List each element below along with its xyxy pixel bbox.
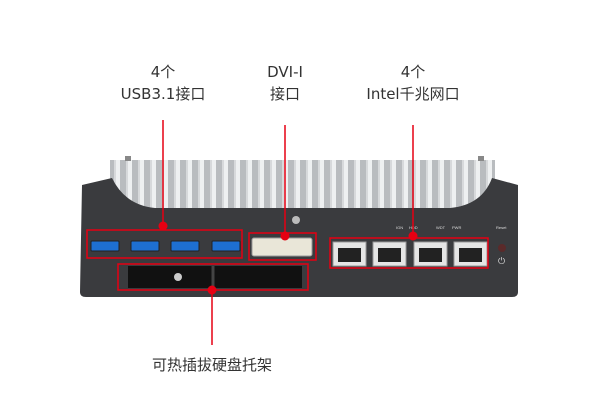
drive-bay [128,266,302,288]
reset-label: Reset [496,225,507,230]
dvi-callout-title: DVI-I [267,63,303,81]
screw-left [125,156,131,161]
lan-callout-count: 4个 [400,63,426,81]
led-label-ign: IGN [396,225,403,230]
usb-ports [90,240,241,252]
usb-callout-label: USB3.1接口 [120,85,206,103]
bay-callout-label: 可热插拔硬盘托架 [151,356,272,374]
bay-lock [174,273,182,281]
dvi-callout-label: 接口 [269,85,300,103]
led-label-pwr: PWR [452,225,461,230]
lan-callout-label: Intel千兆网口 [366,85,460,103]
led-label-wdt: WDT [436,225,446,230]
heatsink [110,160,495,208]
screw-right [478,156,484,161]
screw-center [292,216,300,224]
reset-button[interactable] [498,244,506,252]
power-icon: ⏻ [498,256,505,267]
usb-callout-count: 4个 [150,63,176,81]
dvi-port [251,237,313,257]
